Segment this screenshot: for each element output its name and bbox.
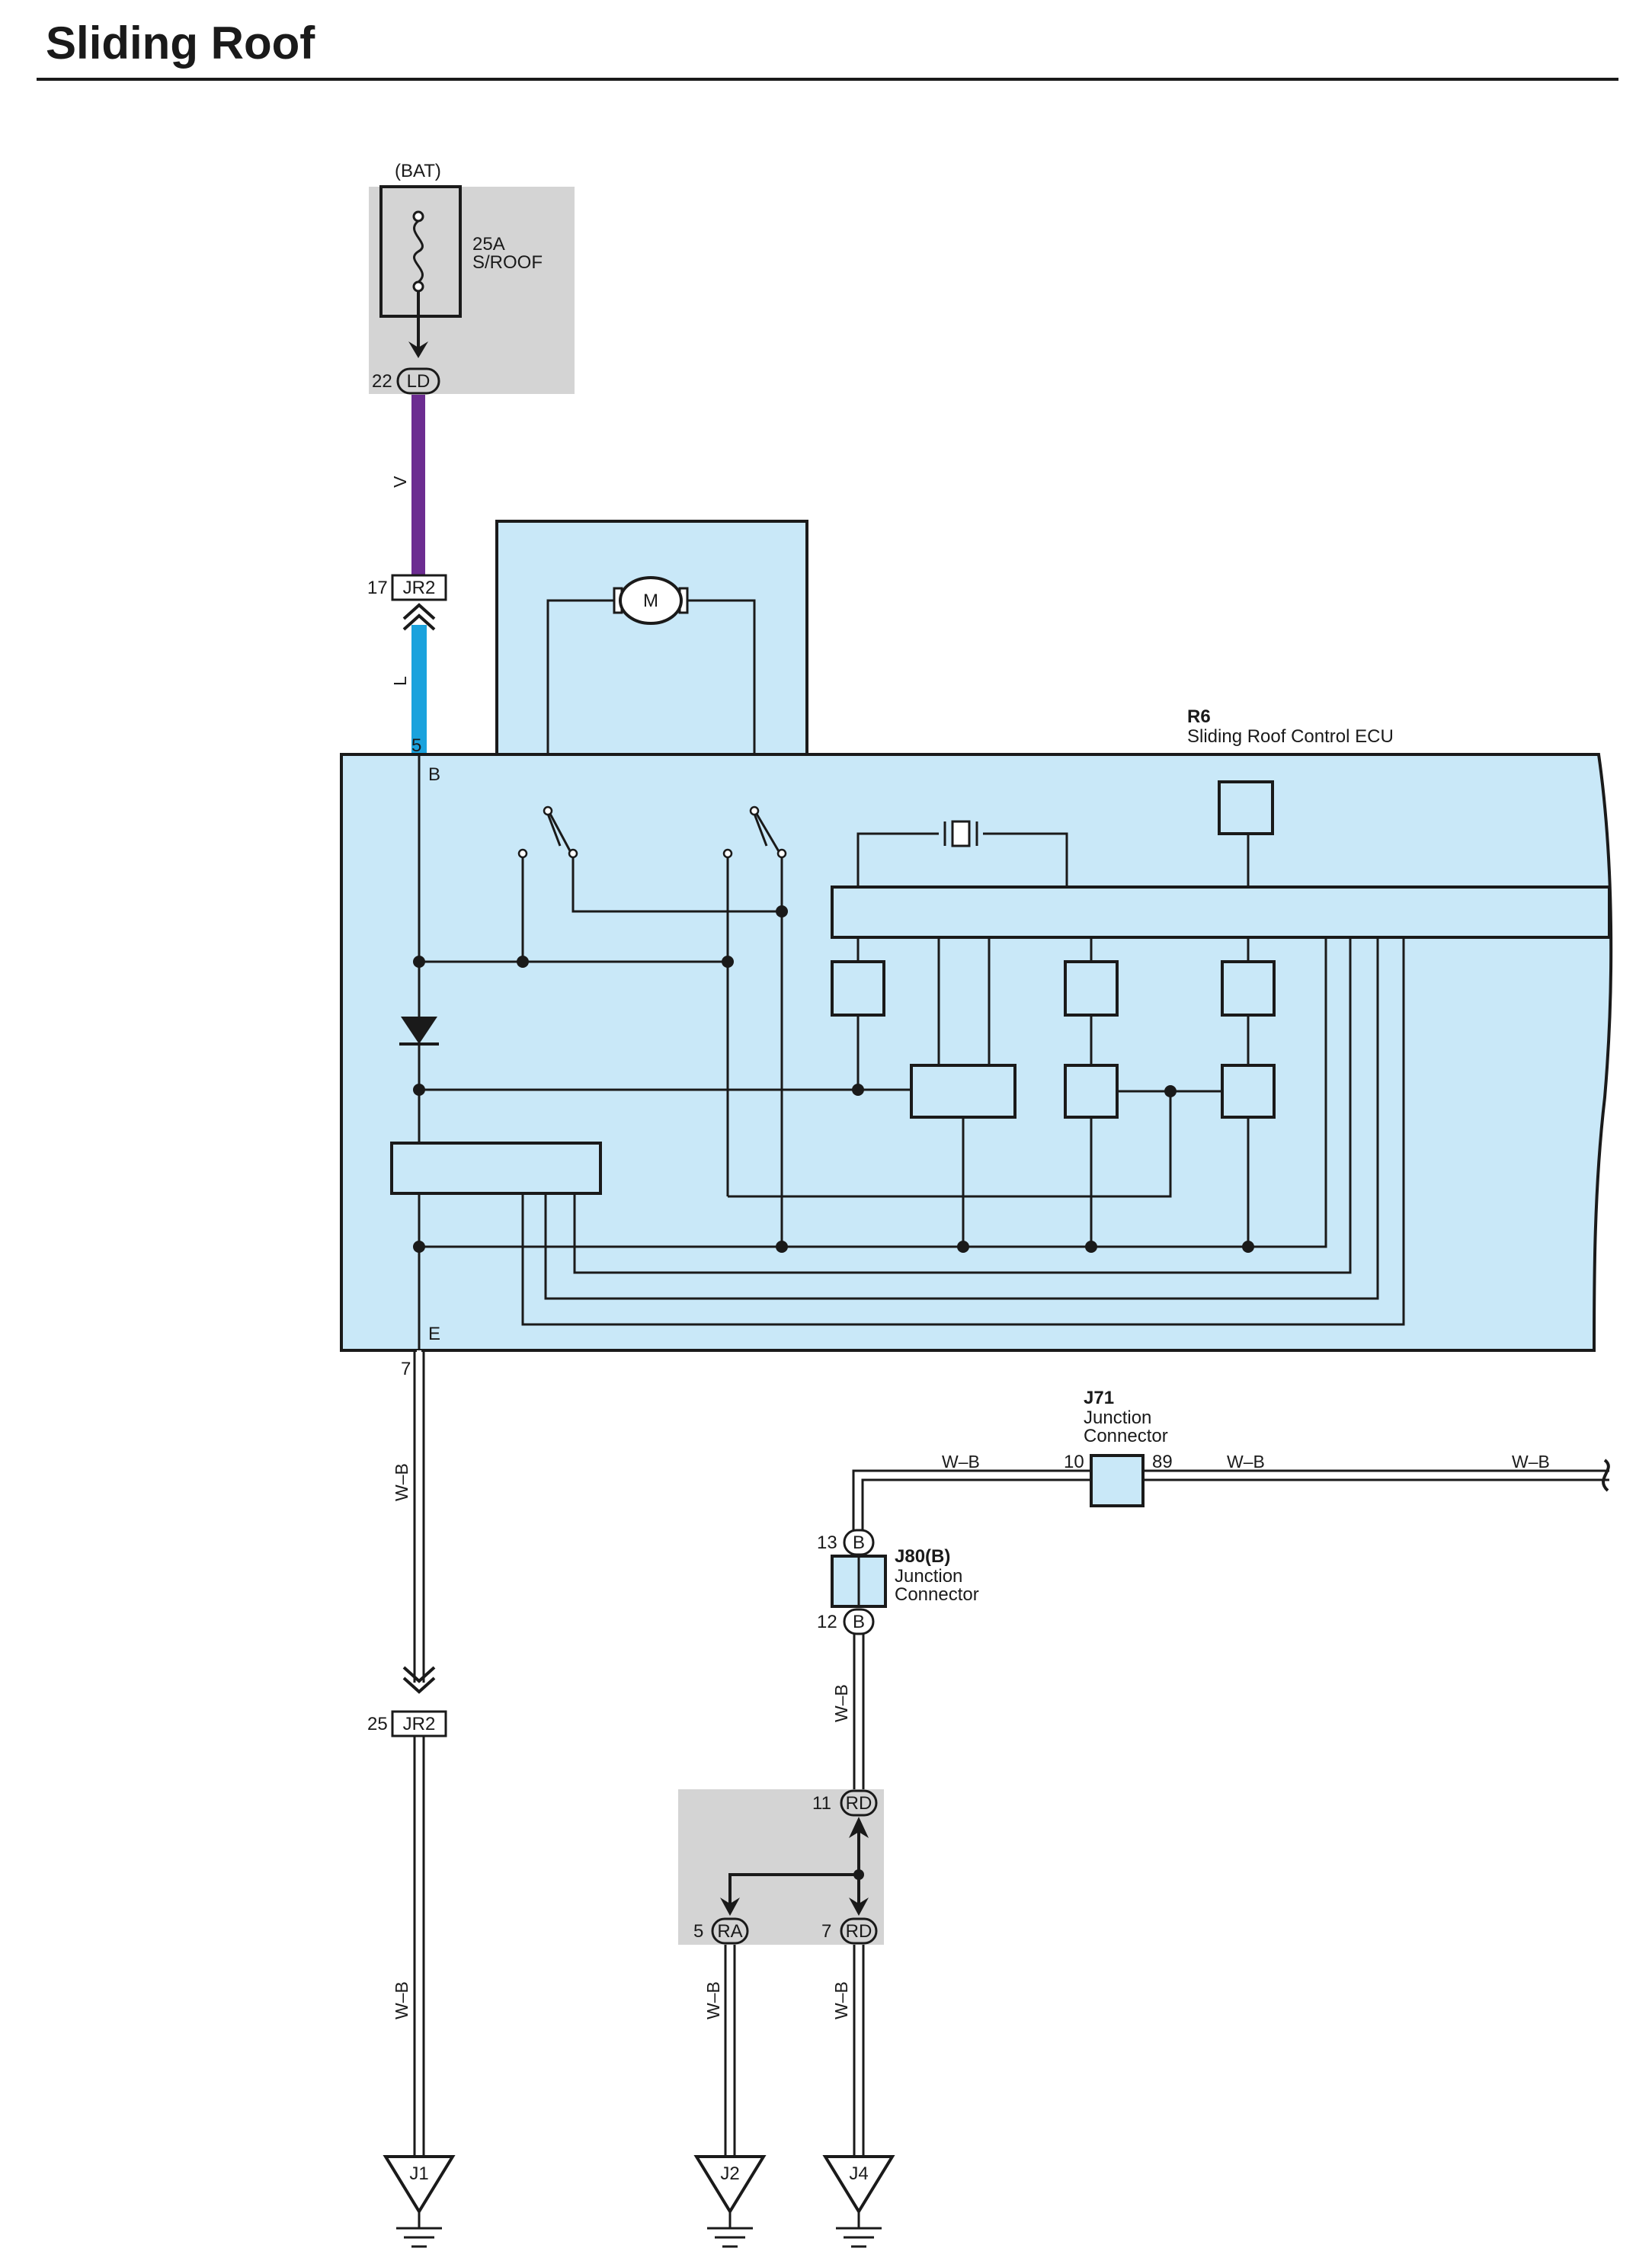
page-title: Sliding Roof [46, 18, 315, 69]
ground-j2-label: J2 [720, 2163, 739, 2184]
arrow-down-icon-3 [849, 1898, 869, 1916]
wire-wb-4-label: W–B [1227, 1452, 1265, 1472]
ecu-name: Sliding Roof Control ECU [1187, 726, 1394, 747]
ecu-pin-b-num: 5 [411, 735, 421, 756]
rd-right-pin: 7 [821, 1921, 831, 1942]
wire-wb-6-label: W–B [831, 1684, 851, 1722]
wire-violet [411, 395, 425, 575]
wire-wb-2-label: W–B [392, 1981, 411, 2019]
connector-jr2-top-pin: 17 [367, 578, 388, 598]
wire-violet-label: V [390, 476, 410, 488]
ground-j2: J2 [693, 2155, 767, 2248]
connector-rd-right [840, 1917, 878, 1945]
ecu-internal-circuit [418, 754, 1405, 1350]
connector-jr2-top-label: JR2 [403, 578, 436, 598]
wire-wb-5-label: W–B [1512, 1452, 1550, 1472]
j80-conn-bottom: B [853, 1612, 865, 1632]
crystal-icon [951, 820, 971, 847]
motor-icon [619, 576, 683, 625]
ground-j1-icon [383, 2155, 456, 2215]
connector-ra [711, 1917, 749, 1945]
ground-j4: J4 [822, 2155, 895, 2248]
wire-wb-7-label: W–B [703, 1981, 723, 2019]
j80-pin-bottom: 12 [817, 1612, 837, 1632]
ground-j2-icon [693, 2155, 767, 2215]
j71-code: J71 [1084, 1388, 1114, 1408]
wire-wb-3-label: W–B [942, 1452, 980, 1472]
j80-pin-top: 13 [817, 1532, 837, 1553]
diode-icon [401, 1017, 437, 1044]
j71-line2: Connector [1084, 1426, 1168, 1446]
rd-top-pin: 11 [812, 1793, 831, 1814]
j71-line1: Junction [1084, 1408, 1151, 1428]
fuse-name: S/ROOF [472, 252, 543, 273]
j71-pin-out: 89 [1152, 1452, 1173, 1472]
junction-j71 [1090, 1454, 1145, 1507]
ecu-pin-b: B [428, 764, 440, 785]
ecu-code: R6 [1187, 706, 1211, 727]
rd-left-conn: RA [717, 1921, 742, 1942]
ground-j4-label: J4 [849, 2163, 868, 2184]
chevron-up-icon [402, 603, 436, 620]
wire-wb-8-label: W–B [831, 1981, 851, 2019]
ecu-pin-e-num: 7 [401, 1359, 411, 1379]
fuse-box [379, 185, 462, 318]
wire-blue-label: L [390, 676, 410, 686]
title-rule [37, 78, 1618, 81]
motor-block [495, 520, 808, 756]
arrow-down-icon-2 [720, 1898, 740, 1916]
j71-pin-in: 10 [1064, 1452, 1084, 1472]
chevron-down-icon [402, 1666, 436, 1683]
j80-line1: Junction [895, 1566, 962, 1587]
connector-jr2-top [391, 574, 447, 601]
ecu-pin-e: E [428, 1324, 440, 1344]
fuse-icon [413, 219, 424, 283]
connector-j80-bottom [843, 1608, 875, 1635]
connector-jr2-bottom-pin: 25 [367, 1714, 388, 1734]
connector-ld [396, 367, 440, 395]
connector-ld-label: LD [407, 371, 431, 392]
connector-jr2-bottom [391, 1710, 447, 1737]
battery-label: (BAT) [395, 161, 441, 181]
j80-line2: Connector [895, 1584, 979, 1605]
fuse-block-bg [369, 187, 575, 394]
arrow-down-icon [408, 341, 428, 358]
ecu-components [390, 780, 1611, 1195]
connector-jr2-bottom-label: JR2 [403, 1714, 436, 1734]
connector-ld-pin: 22 [372, 371, 392, 392]
rd-right-conn: RD [846, 1921, 872, 1942]
j80-conn-top: B [853, 1532, 865, 1553]
fuse-block: (BAT) 25A S/ROOF LD 22 [369, 161, 575, 395]
rd-top-conn: RD [846, 1793, 872, 1814]
wire-blue [411, 625, 427, 753]
ground-j1: J1 [383, 2155, 456, 2248]
ground-j4-icon [822, 2155, 895, 2215]
wire-break-icon [1602, 1459, 1610, 1492]
j80-code: J80(B) [895, 1546, 950, 1567]
fuse-rating: 25A [472, 234, 505, 255]
motor-label: M [643, 591, 658, 611]
wire-wb-1-label: W–B [392, 1463, 411, 1501]
rd-left-pin: 5 [693, 1921, 703, 1942]
arrow-up-icon [849, 1817, 869, 1838]
connector-rd-top [840, 1789, 878, 1817]
ground-j1-label: J1 [409, 2163, 428, 2184]
